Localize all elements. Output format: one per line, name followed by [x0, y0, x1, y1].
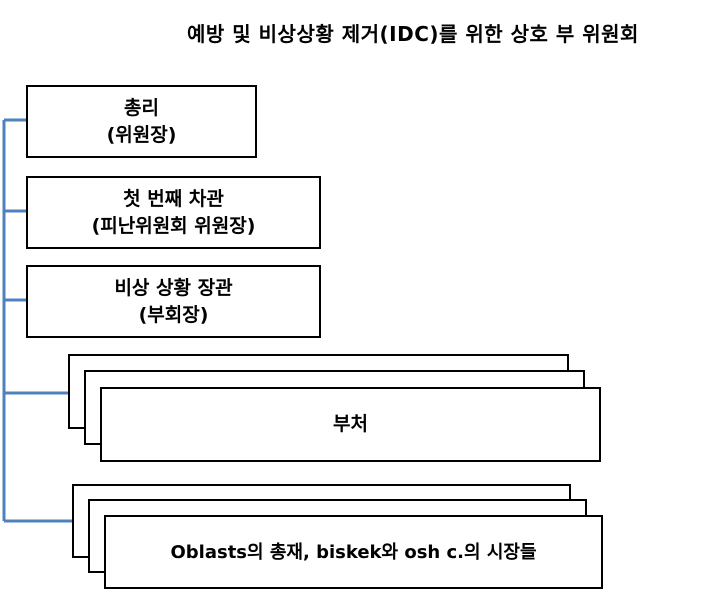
box-prime-minister-title: 총리	[124, 96, 159, 119]
box-ministries-label: 부처	[333, 413, 368, 435]
box-first-deputy: 첫 번째 차관 (피난위원회 위원장)	[26, 176, 321, 249]
box-first-deputy-role: (피난위원회 위원장)	[91, 214, 256, 237]
box-emergency-minister-title: 비상 상황 장관	[114, 276, 233, 299]
box-governors-mayors-label: Oblasts의 총재, biskek와 osh c.의 시장들	[170, 541, 537, 563]
box-ministries: 부처	[100, 387, 601, 462]
box-prime-minister-role: (위원장)	[106, 123, 177, 146]
box-first-deputy-title: 첫 번째 차관	[123, 187, 224, 210]
box-emergency-minister-role: (부회장)	[138, 303, 209, 326]
diagram-title: 예방 및 비상상황 제거(IDC)를 위한 상호 부 위원회	[187, 22, 639, 46]
box-prime-minister: 총리 (위원장)	[26, 85, 257, 158]
box-governors-mayors: Oblasts의 총재, biskek와 osh c.의 시장들	[104, 515, 603, 589]
box-emergency-minister: 비상 상황 장관 (부회장)	[26, 265, 321, 338]
